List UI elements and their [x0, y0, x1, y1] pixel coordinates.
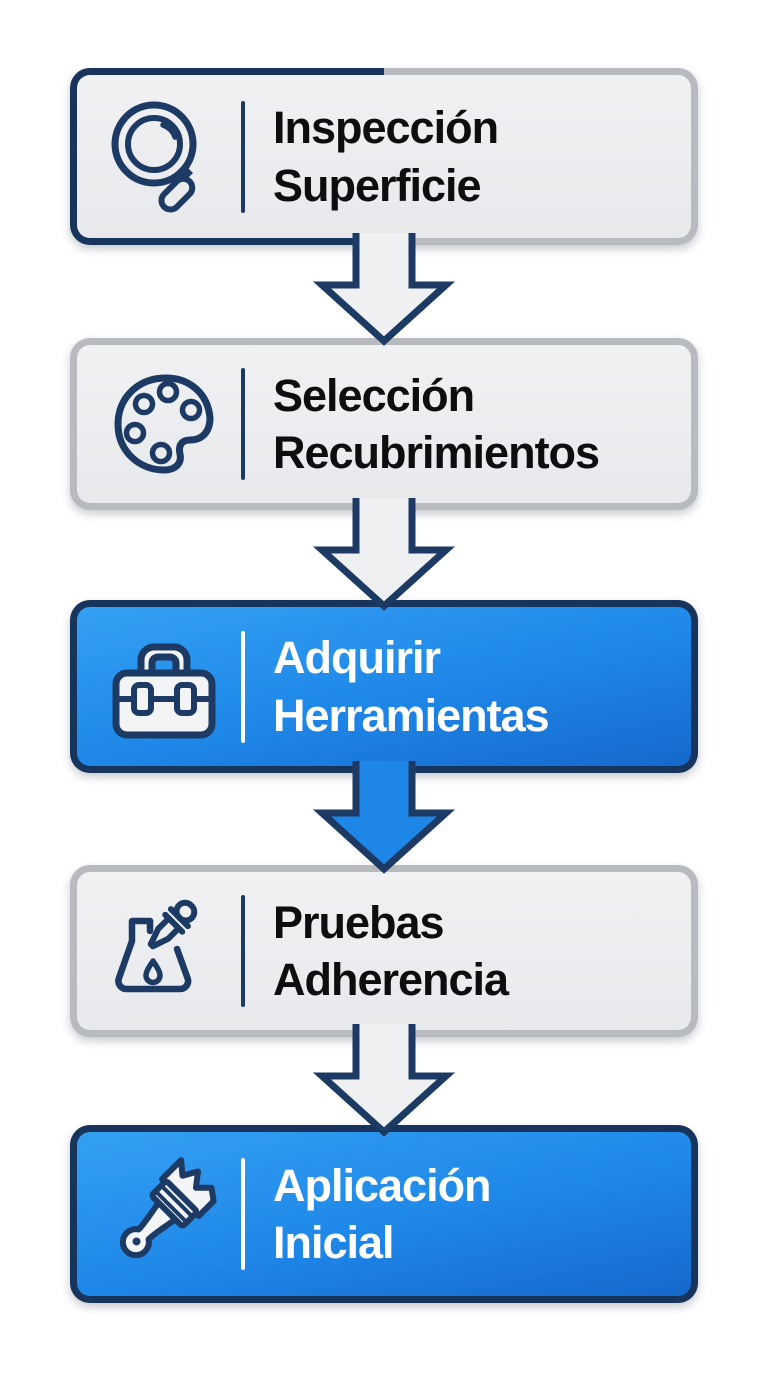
- toolbox-icon: [97, 627, 231, 747]
- flask-dropper-icon: [97, 891, 231, 1011]
- paintbrush-icon: [97, 1154, 231, 1274]
- step-title-line2: Adherencia: [273, 954, 509, 1005]
- step-title-line1: Inspección: [273, 102, 499, 154]
- step-title: Aplicación Inicial: [273, 1157, 492, 1271]
- step-title: Adquirir Herramientas: [273, 629, 550, 743]
- step-box-seleccion-recubrimientos: Selección Recubrimientos: [70, 338, 698, 510]
- divider-line: [241, 100, 245, 213]
- arrow-down-icon: [312, 761, 456, 876]
- step-title-line2: Herramientas: [273, 689, 550, 741]
- step-title-line2: Superficie: [273, 159, 482, 211]
- magnifier-icon: [97, 97, 231, 217]
- palette-icon: [97, 364, 231, 484]
- divider-line: [241, 368, 245, 480]
- step-box-aplicacion-inicial: Aplicación Inicial: [70, 1125, 698, 1303]
- arrow-down-icon: [312, 1024, 456, 1139]
- step-title-line2: Inicial: [273, 1217, 395, 1268]
- step-title-line1: Aplicación: [273, 1159, 492, 1211]
- step-title: Selección Recubrimientos: [273, 367, 600, 481]
- step-box-inspeccion-superficie: Inspección Superficie: [70, 68, 698, 245]
- step-title: Pruebas Adherencia: [273, 894, 509, 1008]
- step-title-line1: Selección: [273, 369, 475, 421]
- step-box-pruebas-adherencia: Pruebas Adherencia: [70, 865, 698, 1037]
- step-box-adquirir-herramientas: Adquirir Herramientas: [70, 600, 698, 773]
- step-title: Inspección Superficie: [273, 99, 499, 213]
- step-title-line1: Adquirir: [273, 632, 441, 684]
- divider-line: [241, 895, 245, 1007]
- divider-line: [241, 1158, 245, 1270]
- step-title-line1: Pruebas: [273, 896, 445, 948]
- divider-line: [241, 630, 245, 743]
- step-title-line2: Recubrimientos: [273, 427, 600, 478]
- arrow-down-icon: [312, 498, 456, 613]
- arrow-down-icon: [312, 233, 456, 348]
